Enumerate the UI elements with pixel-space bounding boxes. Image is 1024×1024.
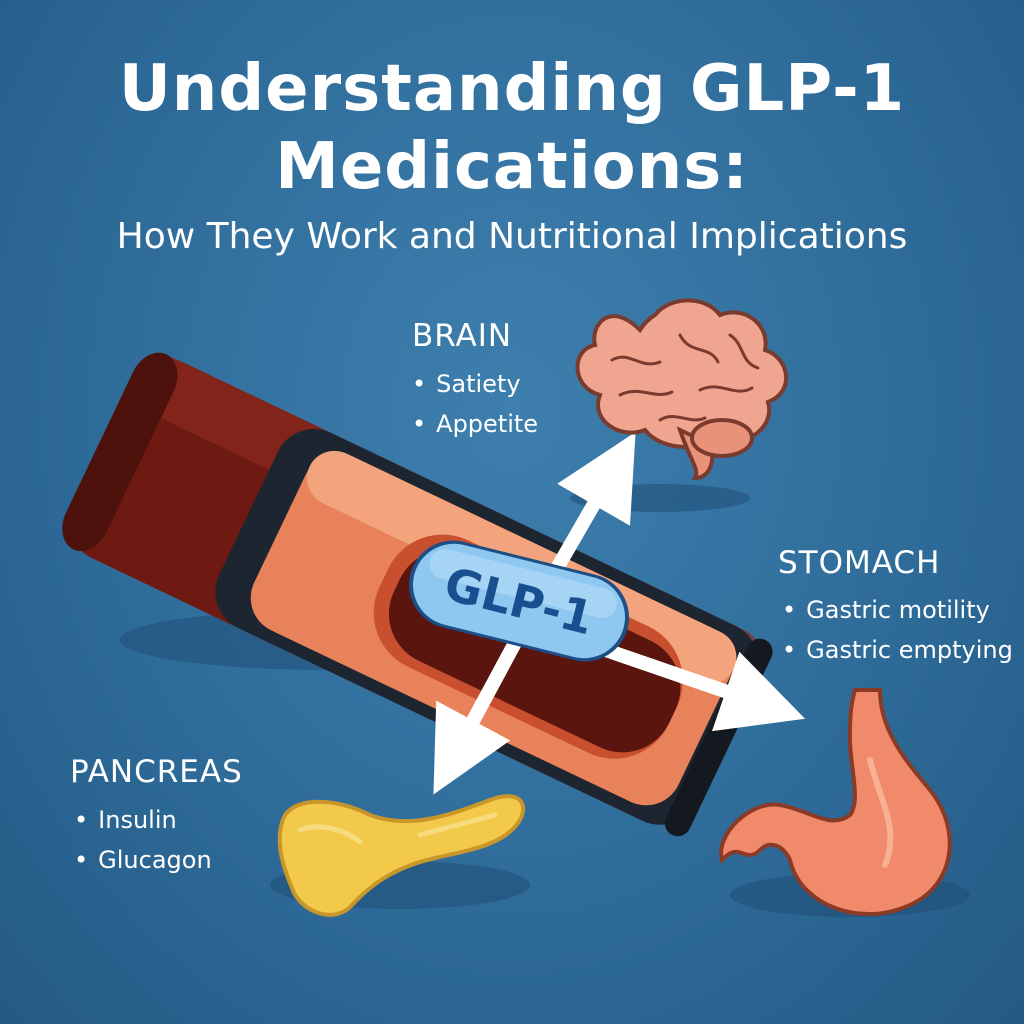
page-title: Understanding GLP-1 Medications: xyxy=(0,50,1024,206)
list-item: Gastric motility xyxy=(782,590,1013,630)
glp1-pill: GLP-1 xyxy=(409,540,629,662)
list-item: Gastric emptying xyxy=(782,630,1013,670)
stomach-icon xyxy=(719,688,952,916)
list-item: Insulin xyxy=(74,800,212,840)
stomach-effects: Gastric motility Gastric emptying xyxy=(782,590,1013,670)
title-line-1: Understanding GLP-1 xyxy=(118,52,906,126)
title-line-2: Medications: xyxy=(275,130,749,204)
brain-label: BRAIN xyxy=(412,318,513,354)
list-item: Glucagon xyxy=(74,840,212,880)
brain-icon xyxy=(575,298,788,481)
stomach-label: STOMACH xyxy=(778,545,941,581)
arrow-icon xyxy=(593,641,806,732)
brain-effects: Satiety Appetite xyxy=(412,364,538,444)
pancreas-label: PANCREAS xyxy=(70,754,243,790)
list-item: Appetite xyxy=(412,404,538,444)
subtitle: How They Work and Nutritional Implicatio… xyxy=(116,216,908,257)
pancreas-effects: Insulin Glucagon xyxy=(74,800,212,880)
pancreas-icon xyxy=(277,794,526,917)
list-item: Satiety xyxy=(412,364,538,404)
